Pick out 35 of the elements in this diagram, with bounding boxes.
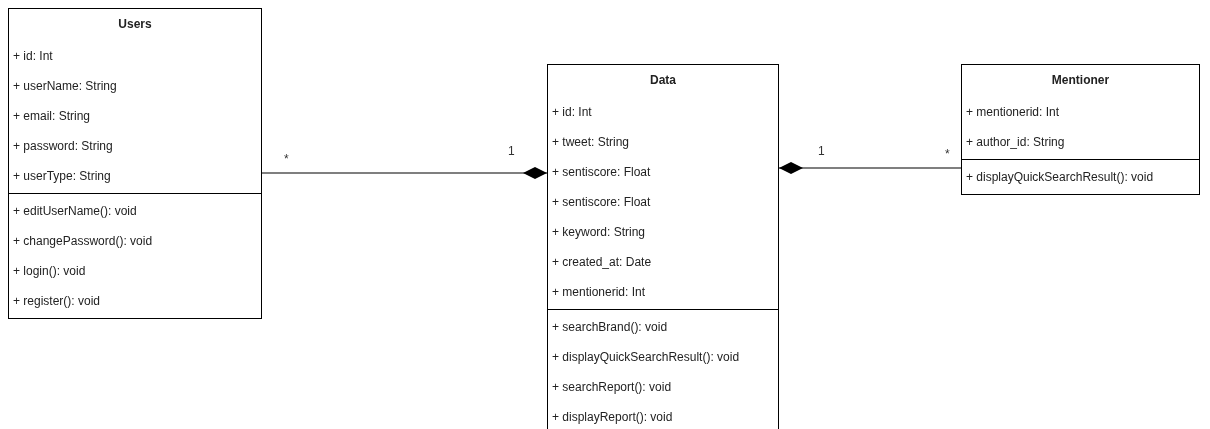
method-text: + register(): void [12, 293, 102, 310]
multiplicity-label: 1 [508, 143, 515, 160]
class-box [8, 8, 262, 319]
composition-connector [778, 162, 962, 174]
method-text: + displayQuickSearchResult(): void [965, 169, 1155, 186]
method-text: + searchReport(): void [551, 379, 673, 396]
attribute-text: + userType: String [12, 168, 112, 185]
class-box [961, 64, 1200, 195]
attribute-text: + tweet: String [551, 134, 631, 151]
attribute-text: + sentiscore: Float [551, 194, 652, 211]
method-text: + displayQuickSearchResult(): void [551, 349, 741, 366]
method-text: + displayReport(): void [551, 409, 674, 426]
attribute-text: + author_id: String [965, 134, 1066, 151]
method-text: + searchBrand(): void [551, 319, 669, 336]
attribute-text: + userName: String [12, 78, 118, 95]
attribute-text: + id: Int [551, 104, 593, 121]
attribute-text: + created_at: Date [551, 254, 653, 271]
class-name: Data [649, 72, 677, 89]
multiplicity-label: * [284, 151, 289, 168]
attribute-text: + password: String [12, 138, 114, 155]
class-name: Mentioner [1050, 72, 1111, 89]
attribute-text: + sentiscore: Float [551, 164, 652, 181]
multiplicity-label: * [945, 146, 950, 163]
method-text: + changePassword(): void [12, 233, 154, 250]
method-text: + editUserName(): void [12, 203, 138, 220]
multiplicity-label: 1 [818, 143, 825, 160]
attribute-text: + keyword: String [551, 224, 647, 241]
attribute-text: + id: Int [12, 48, 54, 65]
class-name: Users [117, 16, 153, 33]
attribute-text: + mentionerid: Int [551, 284, 647, 301]
class-box [547, 64, 779, 429]
attribute-text: + mentionerid: Int [965, 104, 1061, 121]
method-text: + login(): void [12, 263, 87, 280]
composition-connector [261, 167, 548, 179]
attribute-text: + email: String [12, 108, 92, 125]
